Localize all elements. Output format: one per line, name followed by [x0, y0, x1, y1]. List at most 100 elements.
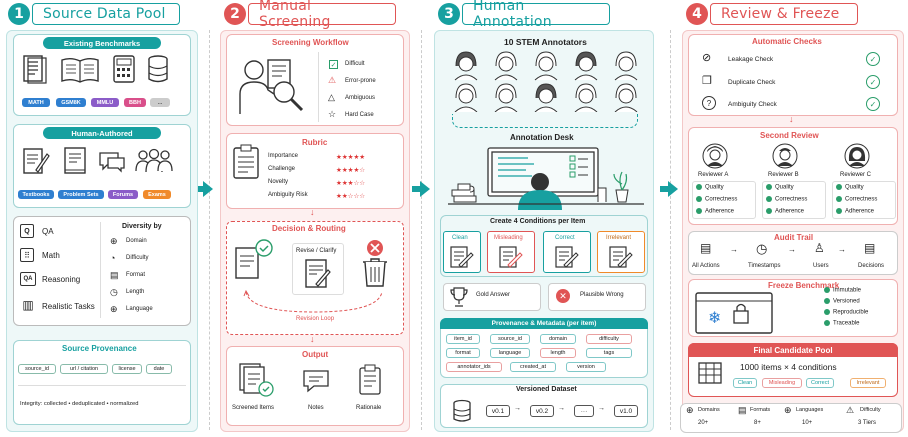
stat-label: Formats [750, 407, 771, 413]
person-magnifier-icon [239, 59, 304, 114]
audit-item: Decisions [858, 263, 885, 269]
stats-card [680, 403, 902, 433]
diversity-title: Diversity by [122, 223, 162, 230]
condition-label: Clean [452, 235, 468, 241]
arrow-right-icon: → [730, 245, 738, 254]
metadata-tag: tags [586, 348, 632, 358]
existing-benchmarks-title: Existing Benchmarks [43, 37, 161, 49]
rubric-label: Ambiguity Risk [268, 192, 308, 198]
metadata-tag: annotator_ids [446, 362, 502, 372]
language-icon: ⊕ [784, 405, 792, 415]
criteria-item: Quality [766, 184, 794, 191]
annotation-desk-illustration [448, 147, 644, 210]
reviewer-label: Reviewer B [768, 172, 799, 178]
document-icon: ▤ [700, 241, 712, 255]
source-pill: Problem Sets [58, 190, 104, 199]
pen-paper-icon [23, 148, 50, 174]
rationale-clipboard-icon [359, 364, 381, 395]
user-icon: ♙ [814, 241, 825, 255]
audit-item: Users [813, 263, 829, 269]
reviewer-b-avatar [772, 143, 798, 169]
edit-document-icon [305, 259, 331, 288]
source-provenance-title: Source Provenance [62, 344, 137, 353]
provenance-tag: date [146, 364, 172, 374]
final-tag: Irrelevant [850, 378, 886, 388]
globe-icon: ⊕ [686, 405, 694, 415]
triangle-icon: △ [328, 92, 335, 102]
annotator-face [454, 83, 478, 112]
version-tag: v0.2 [530, 405, 554, 417]
audit-trail-card [688, 231, 898, 275]
benchmark-pill: ... [150, 98, 170, 107]
annotator-connector [452, 114, 638, 128]
automatic-checks-card [688, 34, 898, 116]
reviewer-a-criteria [692, 181, 756, 219]
arrow-right-icon: → [788, 245, 796, 254]
source-provenance-card [13, 340, 191, 425]
revision-loop-label: Revision Loop [296, 316, 335, 322]
table-grid-icon [698, 362, 722, 384]
task-label: QA [42, 227, 54, 236]
workflow-box [318, 52, 400, 122]
flow-arrow-icon [660, 181, 678, 197]
freeze-benchmark-title: Freeze Benchmark [768, 281, 840, 290]
star-outline-icon: ☆ [328, 109, 337, 119]
human-authored-title: Human-Authored [43, 127, 161, 139]
final-tag: Clean [733, 378, 757, 388]
leakage-icon: ⊘ [702, 52, 712, 64]
revise-label: Revise / Clarify [296, 248, 337, 254]
language-icon: ⊕ [110, 304, 118, 314]
condition-label: Misleading [494, 235, 523, 241]
gold-answer-label: Gold Answer [476, 292, 511, 298]
stat-value: 10+ [802, 420, 813, 426]
benchmark-pill: GSM8K [56, 98, 86, 107]
warning-icon: ⚠ [328, 75, 337, 85]
duplicate-icon: ❐ [702, 75, 712, 87]
reviewer-b-criteria [762, 181, 826, 219]
document-check-icon [235, 239, 273, 279]
annotators-title: 10 STEM Annotators [504, 37, 587, 47]
metadata-tag: version [566, 362, 606, 372]
rubric-label: Importance [268, 153, 299, 159]
benchmark-pill: BBH [124, 98, 146, 107]
workflow-item: Error-prone [345, 78, 376, 84]
database-icon [148, 55, 168, 83]
criteria-item: Correctness [696, 196, 737, 203]
benchmark-pill: MMLU [91, 98, 119, 107]
format-icon: ▤ [110, 270, 119, 280]
diversity-item: Length [126, 289, 145, 295]
output-item: Rationale [356, 405, 382, 411]
rubric-label: Challenge [268, 166, 296, 172]
separator [209, 30, 210, 430]
versioned-dataset-title: Versioned Dataset [516, 386, 577, 393]
diversity-item: Domain [126, 238, 147, 244]
version-tag: v0.1 [486, 405, 510, 417]
final-pool-count: 1000 items × 4 conditions [740, 362, 837, 372]
warning-icon: ⚠ [846, 405, 855, 415]
condition-label: Irrelevant [606, 235, 632, 241]
separator [670, 30, 671, 430]
version-tag: v1.0 [614, 405, 638, 417]
svg-text:❄: ❄ [708, 308, 721, 327]
edit-icon [609, 246, 633, 268]
rubric-stars: ★★☆☆☆ [336, 193, 366, 200]
decision-routing-title: Decision & Routing [272, 224, 346, 233]
arrow-right-icon: → [598, 405, 605, 412]
plausible-wrong-label: Plausible Wrong [580, 292, 624, 298]
metadata-title: Provenance & Metadata (per item) [440, 318, 648, 329]
diversity-item: Language [126, 306, 153, 312]
locked-freezer-icon: ❄ [695, 292, 773, 334]
flow-arrow-icon [195, 181, 213, 197]
annotator-face [494, 83, 518, 112]
check-label: Ambiguity Check [728, 101, 777, 108]
metadata-tag: domain [540, 334, 576, 344]
task-icon: QA [20, 272, 36, 286]
output-item: Screened Items [232, 405, 275, 411]
metadata-tag: language [490, 348, 530, 358]
arrow-right-icon: → [514, 405, 521, 412]
open-book-icon [61, 58, 99, 83]
output-title: Output [302, 350, 329, 359]
task-label: Reasoning [42, 275, 81, 284]
annotation-desk-title: Annotation Desk [510, 133, 574, 142]
workflow-item: Ambiguous [345, 95, 376, 101]
